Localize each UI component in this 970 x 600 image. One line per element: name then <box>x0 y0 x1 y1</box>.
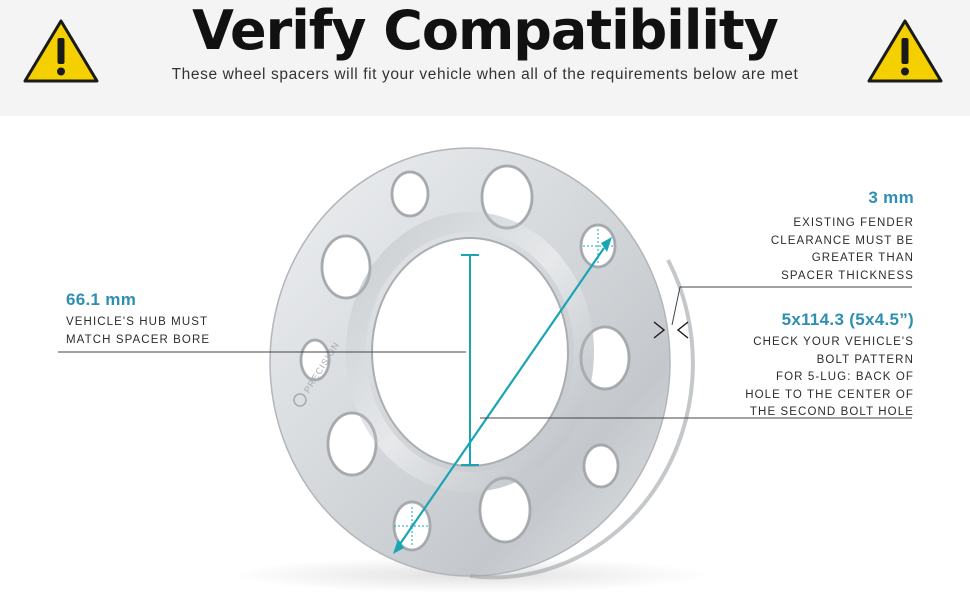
thickness-value: 3 mm <box>868 188 914 207</box>
bore-measure <box>461 254 479 466</box>
hole-crosshair <box>394 229 613 545</box>
bolt-pattern-measure <box>393 237 612 554</box>
hub-bore-callout: 66.1 mm VEHICLE'S HUB MUST MATCH SPACER … <box>66 290 210 349</box>
page-title: Verify Compatibility <box>192 0 779 62</box>
thickness-line: GREATER THAN <box>811 252 914 264</box>
bolt-pattern-value: 5x114.3 (5x4.5”) <box>781 310 914 329</box>
bolt-pattern-line: THE SECOND BOLT HOLE <box>749 406 914 418</box>
header-banner: Verify Compatibility These wheel spacers… <box>0 0 970 116</box>
hub-bore-line: MATCH SPACER BORE <box>66 333 211 346</box>
bolt-pattern-line: CHECK YOUR VEHICLE'S <box>753 336 914 348</box>
thickness-line: EXISTING FENDER <box>793 217 914 229</box>
bolt-pattern-line: BOLT PATTERN <box>816 353 914 366</box>
hub-bore-line: VEHICLE'S HUB MUST <box>66 316 209 328</box>
thickness-callout: 3 mm EXISTING FENDER CLEARANCE MUST BE G… <box>700 188 914 285</box>
warning-icon <box>867 19 943 83</box>
thickness-indicator <box>653 321 689 339</box>
thickness-line: SPACER THICKNESS <box>781 269 914 282</box>
spacer-edge <box>469 259 695 580</box>
bolt-pattern-line: HOLE TO THE CENTER OF <box>745 388 914 401</box>
thickness-line: CLEARANCE MUST BE <box>770 234 914 247</box>
page-subtitle: These wheel spacers will fit your vehicl… <box>171 66 799 83</box>
bolt-pattern-line: FOR 5-LUG: BACK OF <box>775 371 914 383</box>
bolt-pattern-callout: 5x114.3 (5x4.5”) CHECK YOUR VEHICLE'S BO… <box>700 310 914 422</box>
warning-icon <box>23 19 99 83</box>
hub-bore-value: 66.1 mm <box>66 290 137 309</box>
leader-lines <box>58 286 912 419</box>
